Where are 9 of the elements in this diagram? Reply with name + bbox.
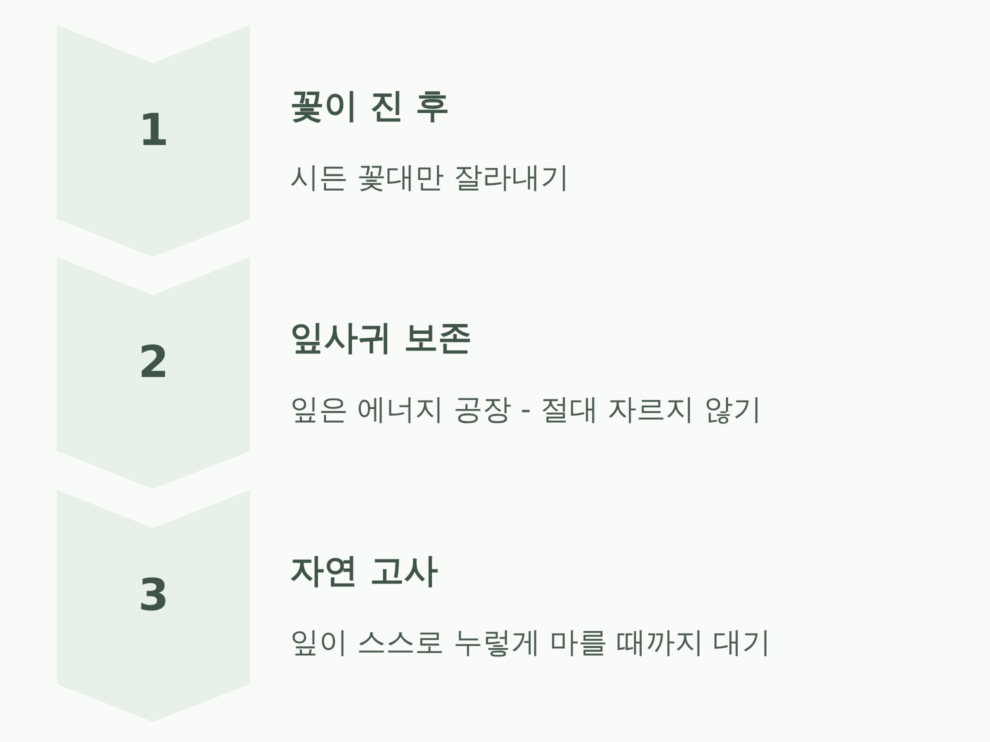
step-heading: 자연 고사 [290, 550, 438, 593]
step-number: 2 [138, 336, 169, 390]
step-heading: 잎사귀 보존 [290, 317, 472, 360]
step-description: 잎은 에너지 공장 - 절대 자르지 않기 [290, 391, 762, 428]
step-number: 1 [138, 104, 169, 158]
step-heading: 꽃이 진 후 [290, 85, 450, 128]
step-description: 잎이 스스로 누렇게 마를 때까지 대기 [290, 624, 772, 661]
step-description: 시든 꽃대만 잘라내기 [290, 159, 570, 196]
step-number: 3 [138, 569, 169, 623]
